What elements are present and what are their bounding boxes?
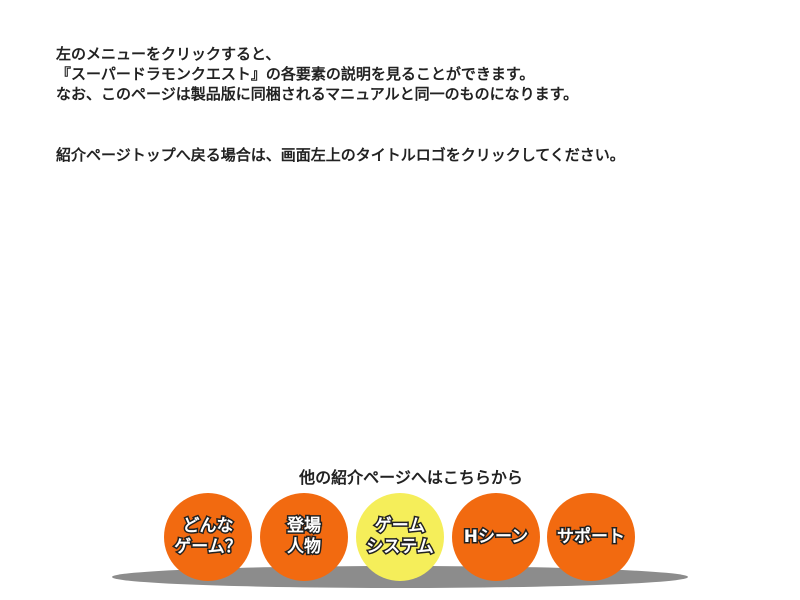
nav-button-label: どんな ゲーム？ bbox=[173, 515, 243, 559]
other-pages-heading: 他の紹介ページへはこちらから bbox=[299, 468, 523, 487]
nav-button-support[interactable]: サポート bbox=[547, 493, 635, 581]
nav-button-what-game[interactable]: どんな ゲーム？ bbox=[164, 493, 252, 581]
nav-button-label: ゲーム システム bbox=[365, 515, 435, 559]
nav-button-characters[interactable]: 登場 人物 bbox=[260, 493, 348, 581]
intro-text: 左のメニューをクリックすると、 『スーパードラモンクエスト』の各要素の説明を見る… bbox=[56, 44, 578, 104]
intro-line: 『スーパードラモンクエスト』の各要素の説明を見ることができます。 bbox=[56, 65, 535, 83]
nav-button-label: Hシーン bbox=[462, 525, 529, 548]
nav-button-label: サポート bbox=[556, 525, 627, 548]
nav-button-h-scenes[interactable]: Hシーン bbox=[452, 493, 540, 581]
nav-button-game-system[interactable]: ゲーム システム bbox=[356, 493, 444, 581]
nav-button-label: 登場 人物 bbox=[286, 515, 323, 559]
intro-line: なお、このページは製品版に同梱されるマニュアルと同一のものになります。 bbox=[56, 85, 579, 103]
intro-line: 左のメニューをクリックすると、 bbox=[56, 45, 281, 63]
back-to-top-note: 紹介ページトップへ戻る場合は、画面左上のタイトルロゴをクリックしてください。 bbox=[56, 146, 625, 164]
